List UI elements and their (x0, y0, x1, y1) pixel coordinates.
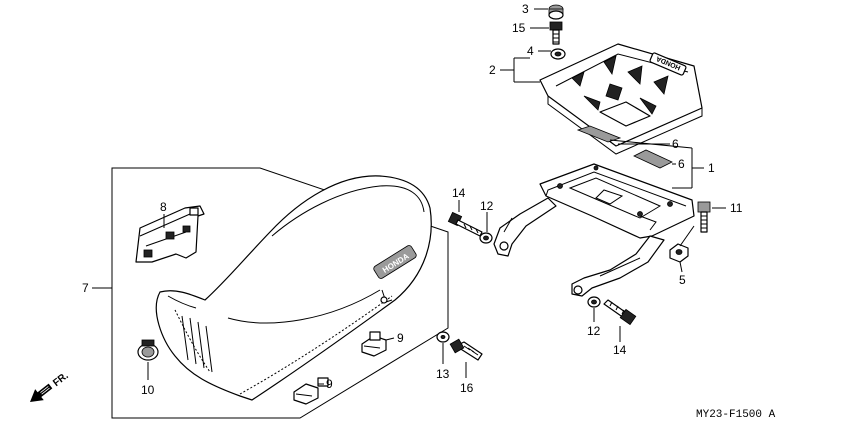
callout-6-upper: 6 (672, 137, 679, 151)
callout-10: 10 (141, 383, 155, 397)
bolt-14-left (447, 211, 483, 237)
nut-4 (550, 48, 566, 60)
callout-12-right: 12 (587, 324, 601, 338)
washer-13 (436, 331, 450, 343)
seat-bracket (135, 205, 205, 263)
leader-lines (92, 8, 726, 385)
callout-7: 7 (82, 281, 89, 295)
direction-label: FR. (51, 370, 71, 389)
callout-9-lower: 9 (326, 377, 333, 391)
callout-15: 15 (512, 21, 526, 35)
diagram-code: MY23-F1500 A (696, 409, 776, 421)
callout-6-lower: 6 (678, 157, 685, 171)
callout-14-right: 14 (613, 343, 627, 357)
callout-14-left: 14 (452, 186, 466, 200)
front-direction-arrow: FR. (30, 370, 71, 402)
bolt-16 (449, 338, 483, 361)
callout-5: 5 (679, 273, 686, 287)
callout-3: 3 (522, 2, 529, 16)
seat: HONDA (155, 175, 432, 401)
nut-5 (669, 243, 689, 263)
collar-12-right (587, 296, 601, 308)
callout-12-left: 12 (480, 199, 494, 213)
callout-1: 1 (708, 161, 715, 175)
rear-carrier (493, 163, 695, 297)
rubber-pad-upper (576, 125, 622, 143)
rubber-pad-lower (633, 149, 673, 169)
callout-9-upper: 9 (397, 331, 404, 345)
callout-8: 8 (160, 200, 167, 214)
callout-13: 13 (436, 367, 450, 381)
cap-3 (548, 4, 564, 20)
callout-numbers: 3 15 4 2 6 6 1 11 5 14 12 8 7 9 9 10 13 … (82, 2, 743, 397)
callout-2: 2 (489, 63, 496, 77)
callout-4: 4 (527, 44, 534, 58)
collar-12-left (479, 232, 493, 244)
bolt-15 (549, 21, 563, 45)
callout-11: 11 (730, 201, 743, 215)
seat-group-frame (111, 167, 449, 419)
seat-nut (137, 339, 159, 361)
seat-clip-lower (293, 377, 329, 405)
seat-clip-upper (361, 331, 387, 357)
bolt-11 (697, 201, 711, 233)
bolt-14-right (603, 299, 637, 326)
rack-plate: HONDA (539, 43, 703, 155)
callout-16: 16 (460, 381, 474, 395)
